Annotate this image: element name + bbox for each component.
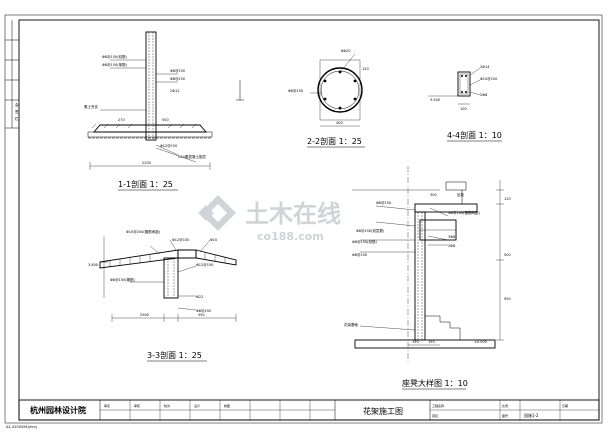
company-name: 杭州园林设计院 (30, 405, 86, 415)
s2-ring-outer (317, 67, 363, 113)
s1-dim-total: 2200 (142, 161, 151, 165)
section-3-3: Φ10@200(箍筋间距) Φ12@150 Φ10 Φ8@150(箍筋) Φ12… (88, 229, 237, 362)
watermark-domain: co188.com (257, 230, 324, 243)
tb-cell-5: 制图 (224, 403, 230, 408)
s1-column (145, 31, 157, 141)
s1-label-2: Φ8@150(单筋) (102, 62, 128, 67)
s1-label-3: Φ8@150 (170, 69, 185, 73)
tb-cell-6: 工程名称 (432, 403, 444, 408)
s4-dim-2: 100 (460, 107, 467, 111)
s3-ties (109, 252, 226, 267)
bench-steps (425, 315, 461, 340)
s3-label-3: Φ10 (210, 238, 217, 242)
bench-seat (414, 203, 478, 213)
s3-label-5: Φ12@150 (196, 263, 213, 267)
s3-label-1: Φ10@200(箍筋间距) (126, 229, 161, 234)
s3-column (163, 257, 179, 299)
footer-code: A2-420X594(mm) (6, 425, 38, 429)
bench-label-2: Φ8@100(箍筋间距) (448, 210, 481, 215)
tb-cell-8: 比例 (502, 403, 508, 408)
bench-title: 座凳大样图 1：10 (402, 378, 468, 388)
watermark-brand: 土木在线 (245, 200, 341, 228)
s1-dim-2: 270 (118, 118, 125, 122)
tb-cell-9: 图号 (502, 413, 508, 418)
s1-title: 1-1剖面 1：25 (118, 179, 173, 189)
s4-label-3: 2Φ8 (480, 93, 487, 97)
s3-dim-3: 3.800 (88, 263, 98, 267)
left-sign-strip: 会 签 栏 (5, 20, 19, 129)
bench-label-7: Φ8@100 (352, 253, 367, 257)
section-2-2: 6Φ20 Φ8@150 400 120 2-2剖面 1：25 (288, 49, 369, 148)
bench-label-4: 3Φ8 (448, 235, 455, 239)
tb-cell-4: 设计 (194, 403, 200, 408)
s3-label-4: Φ8@150(箍筋) (110, 277, 136, 282)
s2-ring-inner (320, 70, 360, 110)
bench-dim-7: ±0.000 (474, 340, 487, 344)
bench-dim-6: 150 (428, 340, 435, 344)
s4-beam (457, 71, 471, 97)
s4-title: 4-4剖面 1：10 (447, 130, 502, 140)
title-block: 杭州园林设计院 审定 审核 校对 设计 制图 工程名称 项目 比例 图号 日期 … (18, 399, 600, 421)
watermark: 土木在线 co188.com (198, 195, 341, 243)
s1-label-4: Φ8@150 (170, 77, 185, 81)
tb-cell-1: 审定 (104, 403, 110, 408)
s3-beam-right (195, 249, 237, 266)
strip-char-1: 会 (15, 102, 19, 107)
s2-dim-2: 120 (362, 67, 369, 71)
s4-label-1: 2Φ14 (480, 65, 490, 69)
bench-detail: 500 300 120 900 150 150 ±0.000 Φ8@150 Φ8… (344, 166, 511, 390)
s4-dim-1: 3.500 (430, 98, 440, 102)
s2-square (319, 59, 361, 121)
section-4-4: 2Φ14 Φ10@100 2Φ8 3.500 100 4-4剖面 1：10 (428, 65, 502, 142)
s1-label-1: Φ8@150(双筋) (102, 54, 128, 59)
s1-ground-hatch (91, 123, 197, 129)
s3-dim-2: 550 (198, 313, 205, 317)
s1-dim-3: 550 (162, 118, 169, 122)
bench-label-1: Φ8@150 (376, 201, 391, 205)
drawing-title: 花架施工图 (363, 406, 403, 416)
bench-dim-4: 900 (504, 297, 511, 301)
bench-dim-3: 120 (504, 197, 511, 201)
strip-char-2: 签 (15, 109, 19, 114)
bench-dim-5: 150 (412, 340, 419, 344)
s4-rebars (461, 75, 467, 93)
s1-label-6: Φ12@150 (160, 144, 177, 148)
s1-label-8: 素土夯实 (84, 104, 98, 109)
s2-dim-1: 400 (336, 121, 343, 125)
bench-label-3: Φ8@150(双层筋) (356, 228, 385, 233)
s1-base (87, 131, 213, 138)
tb-cell-3: 校对 (164, 403, 170, 408)
s1-footing (93, 124, 207, 133)
s2-label-1: 6Φ20 (341, 49, 350, 53)
bench-dim-1: 500 (504, 253, 511, 257)
watermark-logo (198, 195, 236, 231)
s2-title: 2-2剖面 1：25 (307, 136, 362, 146)
s4-label-2: Φ10@100 (480, 77, 497, 81)
bench-footing (354, 339, 496, 349)
drawing-no: 园施1-2 (524, 412, 539, 418)
s1-label-5: 2Φ12 (170, 89, 179, 93)
bench-label-9: 坐凳 (457, 192, 465, 197)
bench-label-6: Φ8@150(双筋) (352, 239, 378, 244)
bench-label-8: 花架基础 (344, 322, 358, 327)
bench-label-5: 2Φ8 (448, 244, 455, 248)
tb-cell-10: 日期 (562, 403, 568, 408)
s3-label-6: Φ22 (196, 295, 203, 299)
s3-dim-1: 2900 (140, 313, 149, 317)
outer-border (4, 14, 603, 424)
s2-rebars (323, 70, 357, 110)
s3-title: 3-3剖面 1：25 (147, 350, 202, 360)
s2-label-2: Φ8@150 (288, 89, 303, 93)
tb-cell-2: 审核 (134, 403, 140, 408)
bench-back (445, 181, 467, 191)
s1-label-7: C10素混凝土垫层 (178, 154, 206, 159)
s3-label-7: Φ8@150 (196, 309, 211, 313)
s3-label-2: Φ12@150 (172, 238, 189, 242)
s3-beam-left (99, 249, 179, 269)
tb-cell-7: 项目 (432, 414, 438, 418)
bench-dim-2: 300 (430, 193, 437, 197)
section-1-1: Φ8@150(双筋) Φ8@150(单筋) Φ8@150 Φ8@150 2Φ12… (84, 31, 244, 191)
strip-char-3: 栏 (15, 116, 19, 121)
